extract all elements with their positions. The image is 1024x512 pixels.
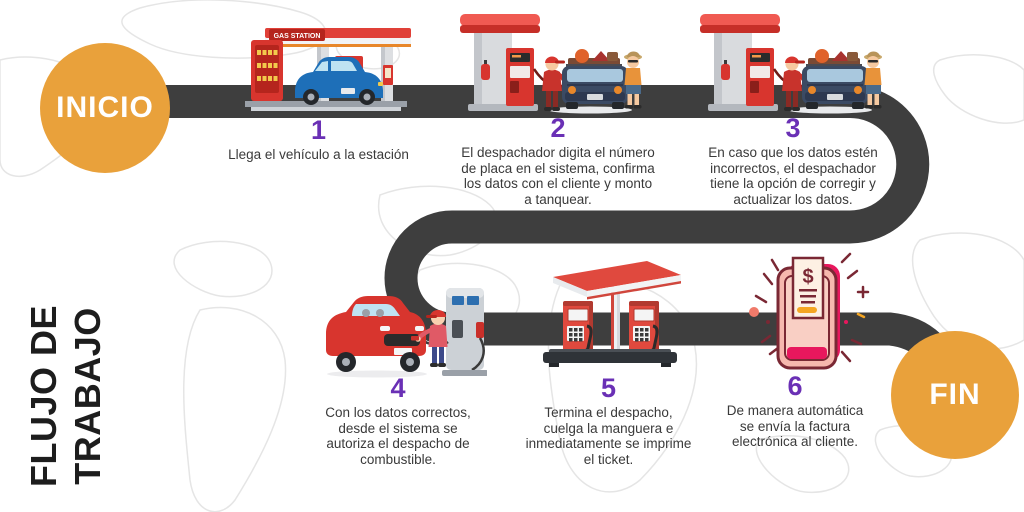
step-1-number: 1 xyxy=(310,115,327,145)
step-2-description: El despachador digita el número de placa… xyxy=(461,145,655,207)
step-2: 2 El despachador digita el número de pla… xyxy=(443,114,673,207)
fueling-service-illustration-step2 xyxy=(460,14,645,122)
gas-station-sign: GAS STATION xyxy=(274,33,321,40)
step-6: 6 De manera automática se envía la factu… xyxy=(690,372,900,450)
start-label: INICIO xyxy=(56,91,154,124)
step-1-description: Llega el vehículo a la estación xyxy=(228,147,409,162)
step-6-description: De manera automática se envía la factura… xyxy=(726,403,864,449)
step-5: 5 Termina el despacho, cuelga la manguer… xyxy=(496,374,721,467)
start-badge: INICIO xyxy=(40,43,170,173)
step-5-description: Termina el despacho, cuelga la manguera … xyxy=(525,405,692,467)
workflow-title: FLUJO DE TRABAJO xyxy=(22,287,112,505)
step-4-description: Con los datos correctos, desde el sistem… xyxy=(325,405,471,467)
step-2-number: 2 xyxy=(550,113,566,143)
step-4: 4 Con los datos correctos, desde el sist… xyxy=(298,374,498,467)
fueling-service-illustration-step3 xyxy=(700,14,885,122)
step-5-number: 5 xyxy=(600,373,617,403)
end-label: FIN xyxy=(929,378,981,411)
fuel-pumps-illustration xyxy=(543,261,681,367)
step-3: 3 En caso que los datos estén incorrecto… xyxy=(678,114,908,207)
workflow-title-line1: FLUJO DE xyxy=(23,305,64,488)
dollar-sign: $ xyxy=(802,266,813,288)
workflow-title-line2: TRABAJO xyxy=(67,307,108,485)
step-4-number: 4 xyxy=(390,373,406,403)
end-badge: FIN xyxy=(891,331,1019,459)
step-3-number: 3 xyxy=(785,113,801,143)
gas-station-illustration: GAS STATION xyxy=(245,28,411,111)
step-6-number: 6 xyxy=(787,371,803,401)
step-1: 1 Llega el vehículo a la estación xyxy=(196,116,441,163)
electronic-invoice-illustration: $ xyxy=(749,252,870,370)
fuel-authorization-illustration xyxy=(326,288,487,378)
step-3-description: En caso que los datos estén incorrectos,… xyxy=(708,145,878,207)
